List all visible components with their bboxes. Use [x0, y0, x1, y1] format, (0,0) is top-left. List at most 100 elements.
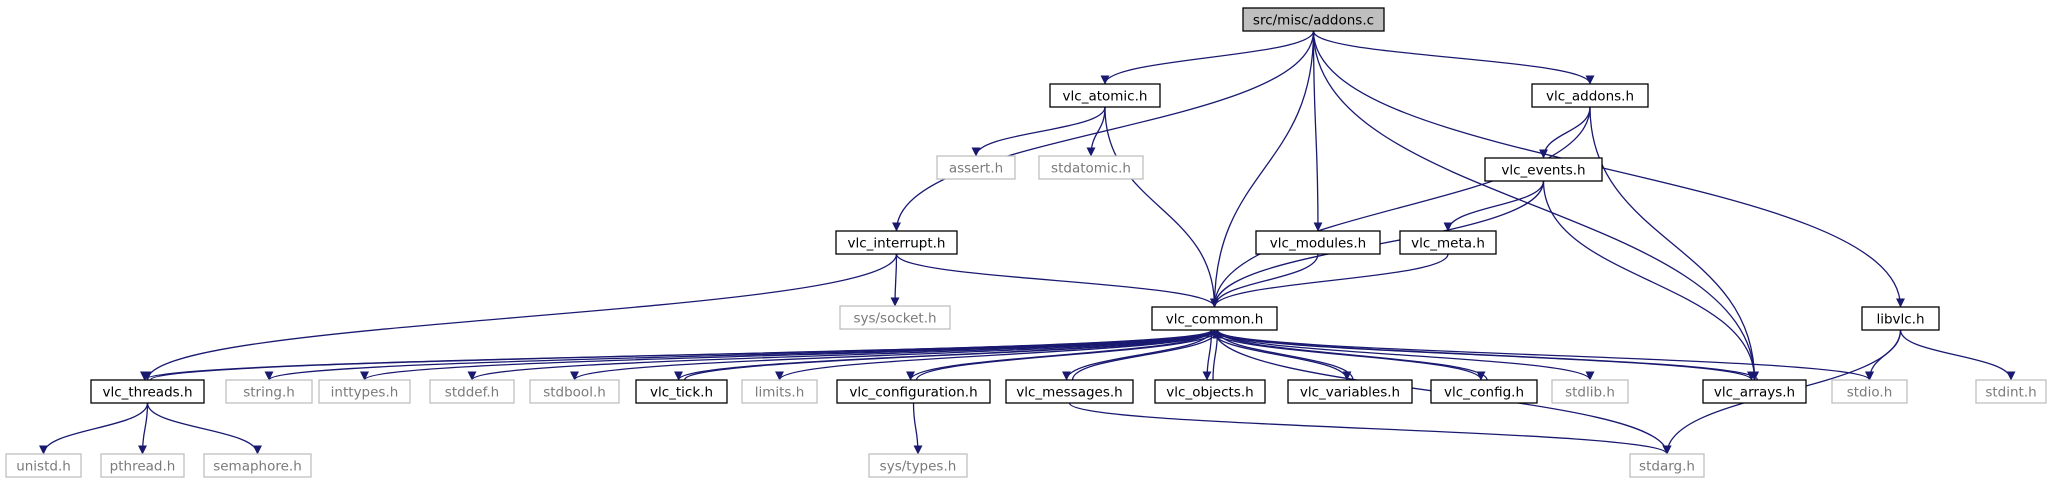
node-box — [529, 379, 620, 404]
node-string: string.h — [225, 379, 313, 404]
edge-vlc_configuration-to-sys_types — [912, 402, 923, 455]
node-vlc-events[interactable]: vlc_events.h — [1484, 157, 1603, 182]
node-label: stdio.h — [1847, 385, 1893, 401]
edge-vlc_threads-to-vlc_common — [149, 329, 1222, 381]
node-label: vlc_modules.h — [1270, 236, 1366, 252]
node-label: libvlc.h — [1876, 312, 1924, 328]
edge-root-to-vlc_modules — [1312, 30, 1323, 232]
node-box — [1005, 379, 1134, 404]
node-vlc-atomic[interactable]: vlc_atomic.h — [1049, 83, 1161, 108]
node-assert: assert.h — [936, 155, 1016, 180]
node-box — [1242, 7, 1385, 32]
node-stdlib: stdlib.h — [1551, 379, 1629, 404]
node-stdarg: stdarg.h — [1629, 453, 1705, 478]
edge-vlc_interrupt-to-vlc_threads — [143, 253, 898, 381]
node-label: vlc_objects.h — [1166, 385, 1253, 401]
node-sys-types: sys/types.h — [868, 453, 968, 478]
node-label: stdatomic.h — [1051, 161, 1131, 177]
edge-vlc_addons-to-vlc_arrays — [1589, 106, 1759, 381]
node-label: stdarg.h — [1639, 459, 1695, 475]
node-vlc-common[interactable]: vlc_common.h — [1151, 306, 1278, 331]
edge-vlc_events-to-vlc_arrays — [1542, 180, 1759, 381]
node-box — [1975, 379, 2047, 404]
edge-vlc_common-to-inttypes — [360, 329, 1216, 381]
node-libvlc[interactable]: libvlc.h — [1861, 306, 1940, 331]
node-unistd: unistd.h — [5, 453, 82, 478]
node-box — [1049, 83, 1161, 108]
node-box — [429, 379, 515, 404]
node-box — [635, 379, 728, 404]
node-vlc-config[interactable]: vlc_config.h — [1430, 379, 1538, 404]
node-box — [100, 453, 185, 478]
node-box — [318, 379, 411, 404]
edge-vlc_common-to-stddef — [467, 329, 1216, 381]
edge-vlc_meta-to-vlc_common — [1210, 253, 1449, 308]
node-box — [203, 453, 312, 478]
node-vlc-meta[interactable]: vlc_meta.h — [1399, 230, 1497, 255]
node-box — [1831, 379, 1908, 404]
node-label: inttypes.h — [331, 385, 399, 401]
node-vlc-modules[interactable]: vlc_modules.h — [1255, 230, 1381, 255]
node-box — [1702, 379, 1807, 404]
node-root[interactable]: src/misc/addons.c — [1242, 7, 1385, 32]
node-vlc-tick[interactable]: vlc_tick.h — [635, 379, 728, 404]
edge-vlc_config-to-vlc_common — [1213, 329, 1488, 381]
node-label: assert.h — [949, 161, 1003, 177]
nodes: src/misc/addons.c vlc_atomic.h vlc_addons.… — [5, 7, 2047, 478]
node-box — [1629, 453, 1705, 478]
node-label: vlc_addons.h — [1546, 89, 1634, 105]
node-box — [741, 379, 818, 404]
node-label: stdbool.h — [543, 385, 606, 401]
node-box — [1287, 379, 1413, 404]
edge-vlc_messages-to-stdarg — [1068, 402, 1672, 455]
edge-vlc_modules-to-vlc_common — [1210, 253, 1319, 308]
node-label: vlc_threads.h — [102, 385, 192, 401]
node-label: stddef.h — [445, 385, 499, 401]
node-label: vlc_events.h — [1501, 163, 1585, 179]
edge-root-to-libvlc — [1312, 30, 1905, 308]
edge-root-to-vlc_arrays — [1312, 30, 1759, 381]
edge-vlc_threads-to-unistd — [39, 402, 149, 455]
node-box — [835, 230, 958, 255]
node-label: vlc_tick.h — [650, 385, 713, 401]
node-label: semaphore.h — [213, 459, 302, 475]
node-inttypes: inttypes.h — [318, 379, 411, 404]
node-label: vlc_messages.h — [1016, 385, 1122, 401]
node-box — [225, 379, 313, 404]
edge-root-to-vlc_common — [1210, 30, 1315, 308]
node-vlc-interrupt[interactable]: vlc_interrupt.h — [835, 230, 958, 255]
node-box — [1151, 306, 1278, 331]
node-box — [1154, 379, 1266, 404]
node-label: pthread.h — [110, 459, 176, 475]
node-vlc-objects[interactable]: vlc_objects.h — [1154, 379, 1266, 404]
node-label: src/misc/addons.c — [1253, 13, 1374, 29]
node-semaphore: semaphore.h — [203, 453, 312, 478]
edge-vlc_atomic-to-assert — [971, 106, 1106, 157]
node-label: vlc_config.h — [1444, 385, 1524, 401]
node-vlc-messages[interactable]: vlc_messages.h — [1005, 379, 1134, 404]
node-label: limits.h — [755, 385, 805, 401]
node-label: vlc_interrupt.h — [848, 236, 946, 252]
node-label: sys/types.h — [880, 459, 957, 475]
node-box — [1399, 230, 1497, 255]
node-label: vlc_variables.h — [1300, 385, 1400, 401]
node-box — [839, 305, 951, 330]
node-vlc-threads[interactable]: vlc_threads.h — [90, 379, 205, 404]
node-stdint: stdint.h — [1975, 379, 2047, 404]
edge-vlc_variables-to-vlc_common — [1213, 329, 1354, 381]
node-vlc-configuration[interactable]: vlc_configuration.h — [836, 379, 991, 404]
node-box — [1430, 379, 1538, 404]
edge-libvlc-to-stdint — [1899, 329, 2016, 381]
edge-vlc_arrays-to-vlc_common — [1213, 329, 1759, 381]
node-vlc-variables[interactable]: vlc_variables.h — [1287, 379, 1413, 404]
edge-vlc_atomic-to-vlc_common — [1104, 106, 1219, 308]
edge-vlc_interrupt-to-vlc_common — [895, 253, 1219, 308]
node-sys-socket: sys/socket.h — [839, 305, 951, 330]
node-box — [836, 379, 991, 404]
node-stdio: stdio.h — [1831, 379, 1908, 404]
node-label: vlc_atomic.h — [1063, 89, 1148, 105]
node-label: unistd.h — [16, 459, 71, 475]
node-vlc-arrays[interactable]: vlc_arrays.h — [1702, 379, 1807, 404]
node-vlc-addons[interactable]: vlc_addons.h — [1531, 83, 1649, 108]
